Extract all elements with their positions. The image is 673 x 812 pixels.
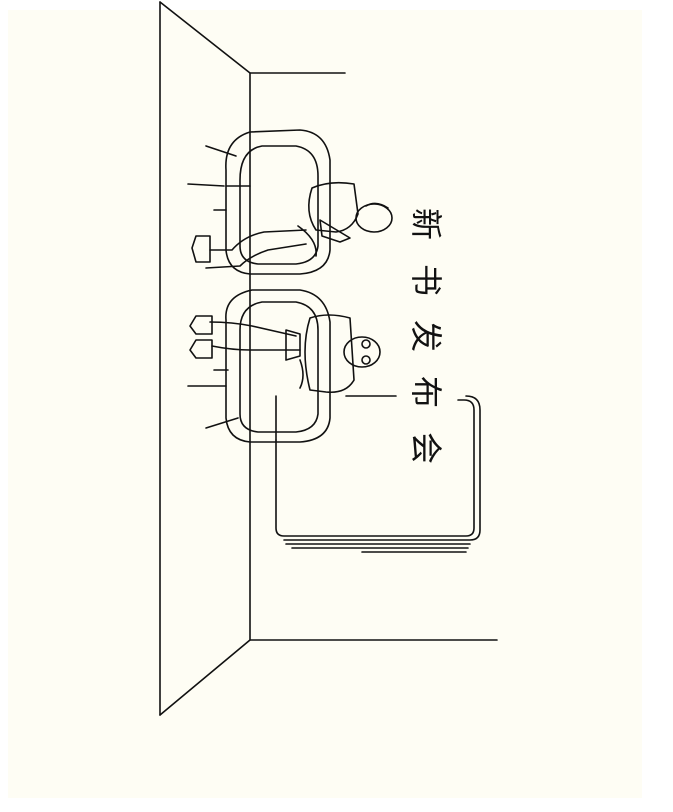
person-upper: [191, 181, 393, 269]
armchair-lower: [187, 289, 331, 443]
person-lower: [189, 314, 381, 394]
banner-stand: [275, 395, 481, 553]
paper-background: [8, 10, 642, 798]
room-walls: [159, 1, 498, 716]
armchair-upper: [187, 129, 331, 275]
